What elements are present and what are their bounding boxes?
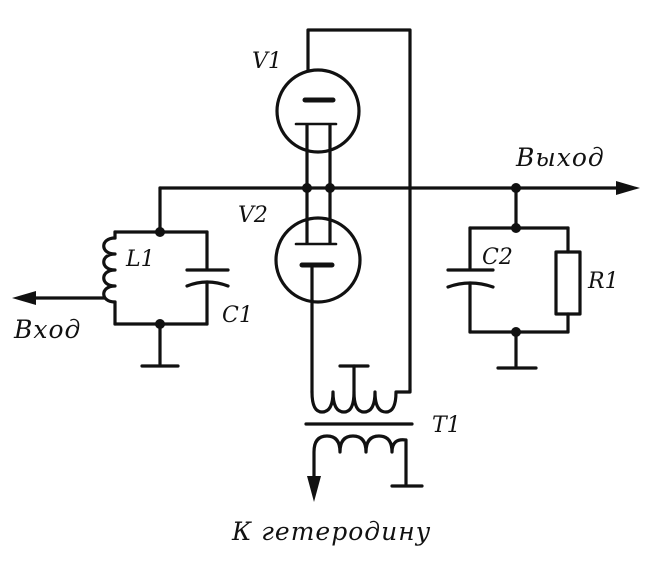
label-t1: T1 [432,413,461,438]
transformer-t1 [304,364,424,502]
heterodyne-arrow [307,476,321,502]
tube-v2 [274,186,362,304]
supply-loop [306,28,412,392]
label-v2: V2 [238,203,268,228]
output-load [446,186,582,370]
tube-v1 [275,68,361,190]
label-v1: V1 [252,49,282,74]
label-l1: L1 [125,247,155,272]
inductor-l1 [102,236,117,304]
label-c2: C2 [482,245,513,270]
output-arrow [616,181,640,195]
input-arrow [12,291,36,305]
input-tank [12,186,230,368]
label-input: Вход [13,315,81,344]
resistor-r1 [554,250,582,316]
label-heterodyne: К гетеродину [231,517,431,546]
label-c1: C1 [222,303,253,328]
label-r1: R1 [587,269,619,294]
label-output: Выход [515,143,605,172]
